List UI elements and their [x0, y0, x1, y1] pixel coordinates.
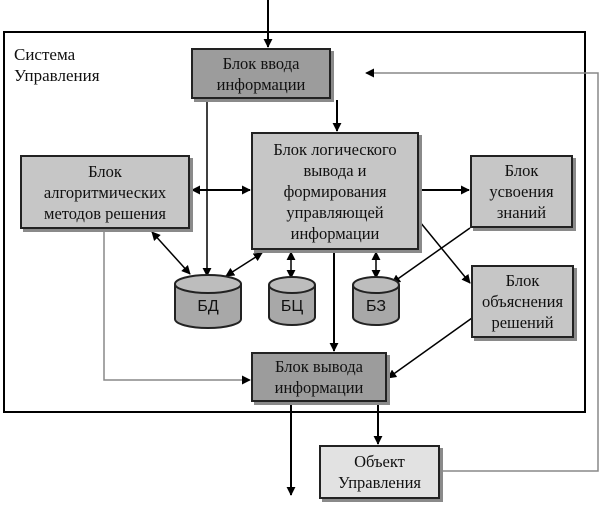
system-label-line-1: Система — [14, 45, 76, 64]
logic-block-line-4: управляющей — [286, 202, 384, 222]
system-boundary — [3, 31, 586, 413]
explanation-block-line-3: решений — [491, 313, 554, 332]
output-block: Блок вывода информации — [251, 352, 387, 402]
explanation-block-line-2: объяснения — [481, 292, 564, 311]
output-block-line-2: информации — [274, 378, 364, 397]
arrow-feedback-object-to-input — [365, 68, 599, 472]
algorithmic-block-line-2: алгоритмических — [43, 182, 167, 202]
database-bd-label: БД — [197, 298, 219, 315]
learning-block-line-1: Блок — [504, 161, 539, 180]
arrow-logic-to-explanation — [419, 221, 471, 284]
database-bc-label: БЦ — [281, 298, 304, 315]
algorithmic-block-line-1: Блок — [88, 161, 122, 181]
input-block: Блок ввода информации — [191, 48, 331, 99]
logic-block-line-1: Блок логического — [273, 139, 397, 159]
control-object-block: Объект Управления — [319, 445, 440, 499]
database-bc: БЦ — [268, 276, 316, 326]
arrow-explanation-to-output — [387, 317, 473, 379]
algorithmic-block-line-3: методов решения — [44, 203, 166, 223]
logic-block: Блок логического вывода и формирования у… — [251, 132, 419, 250]
database-bz: БЗ — [352, 276, 400, 326]
arrow-learning-to-bz — [391, 227, 471, 284]
learning-block-line-2: усвоения — [489, 182, 554, 201]
explanation-block-line-1: Блок — [505, 271, 540, 290]
system-label: Система Управления — [14, 44, 144, 86]
database-bz-label: БЗ — [366, 298, 386, 315]
arrow-alg-to-output — [103, 232, 251, 385]
explanation-block: Блок объяснения решений — [471, 265, 574, 338]
control-object-line-2: Управления — [337, 473, 421, 492]
logic-block-line-5: информации — [290, 223, 380, 243]
arrow-alg-bd — [151, 231, 191, 275]
system-label-line-2: Управления — [14, 66, 100, 85]
database-bd: БД — [174, 274, 242, 329]
input-block-line-1: Блок ввода — [222, 53, 300, 73]
learning-block: Блок усвоения знаний — [470, 155, 573, 228]
logic-block-line-3: формирования — [283, 181, 387, 201]
algorithmic-block: Блок алгоритмических методов решения — [20, 155, 190, 229]
learning-block-line-3: знаний — [496, 203, 547, 222]
control-object-line-1: Объект — [354, 452, 405, 471]
arrow-logic-bd — [225, 252, 263, 277]
input-block-line-2: информации — [216, 74, 306, 94]
output-block-line-1: Блок вывода — [275, 357, 363, 376]
logic-block-line-2: вывода и — [303, 160, 367, 180]
